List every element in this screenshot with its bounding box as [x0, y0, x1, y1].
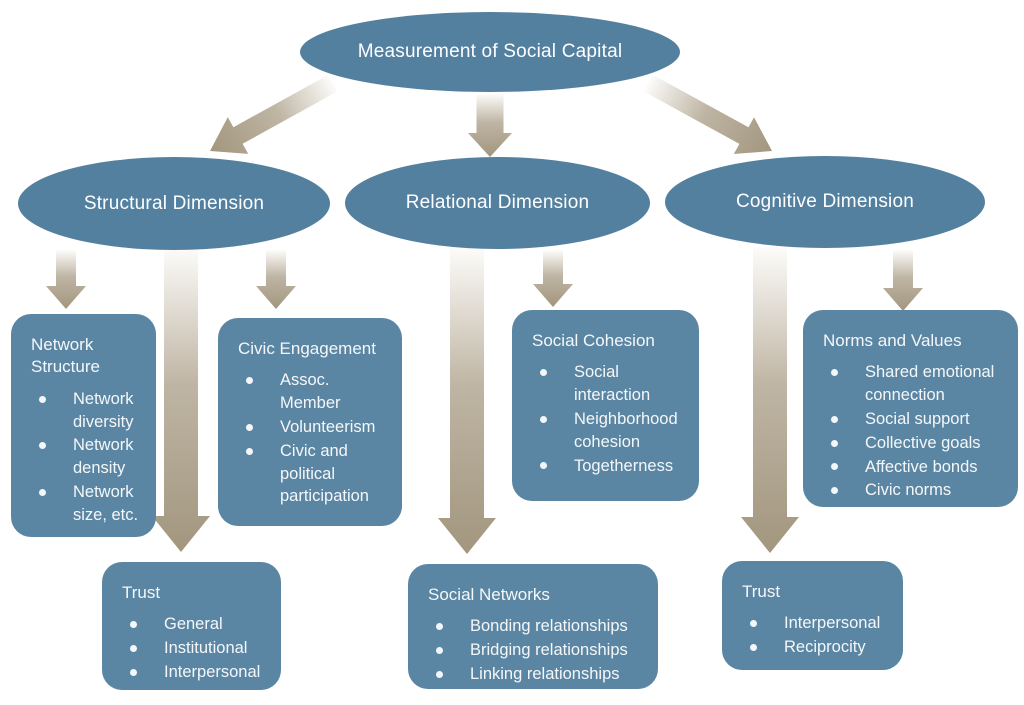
arrow	[533, 250, 573, 307]
node-label: Structural Dimension	[83, 192, 265, 214]
bullet-item: Network size, etc.	[31, 481, 148, 527]
node-label: Measurement of Social Capital	[357, 41, 623, 62]
bullet-item: Volunteerism	[238, 416, 394, 439]
bullet-item: Network diversity	[31, 388, 148, 434]
bullet-item: Civic norms	[823, 479, 1010, 502]
box-title: Trust	[122, 583, 161, 602]
box-title: Social Networks	[428, 585, 550, 604]
bullet-item: Togetherness	[532, 455, 691, 478]
arrow	[468, 94, 512, 157]
bullet-item: Institutional	[122, 637, 273, 660]
box-title: Civic Engagement	[238, 339, 376, 358]
box-trust-cognitive: Trust Interpersonal Reciprocity	[722, 561, 903, 670]
bullet-item: Civic and political participation	[238, 440, 394, 508]
bullet-item: Reciprocity	[742, 636, 895, 659]
box-social-networks: Social Networks Bonding relationships Br…	[408, 564, 658, 689]
bullet-list: Shared emotional connection Social suppo…	[823, 361, 1010, 502]
box-civic-engagement: Civic Engagement Assoc. Member Volunteer…	[218, 318, 402, 526]
node-label: Cognitive Dimension	[735, 191, 915, 212]
bullet-item: Interpersonal	[122, 661, 273, 684]
arrow	[256, 250, 296, 309]
bullet-list: Network diversity Network density Networ…	[31, 388, 148, 527]
node-structural-dimension: Structural Dimension	[18, 157, 330, 250]
node-relational-dimension: Relational Dimension	[345, 157, 650, 249]
arrow	[46, 250, 86, 309]
box-trust-structural: Trust General Institutional Interpersona…	[102, 562, 281, 690]
bullet-item: Social support	[823, 408, 1010, 431]
bullet-list: Bonding relationships Bridging relations…	[428, 615, 650, 685]
bullet-list: General Institutional Interpersonal	[122, 613, 273, 683]
bullet-item: Bridging relationships	[428, 639, 650, 662]
arrow	[883, 250, 923, 311]
bullet-item: Bonding relationships	[428, 615, 650, 638]
bullet-list: Interpersonal Reciprocity	[742, 612, 895, 659]
arrow	[643, 74, 772, 154]
box-social-cohesion: Social Cohesion Social interaction Neigh…	[512, 310, 699, 501]
bullet-item: Neighborhood cohesion	[532, 408, 691, 454]
bullet-item: Social interaction	[532, 361, 691, 407]
bullet-list: Assoc. Member Volunteerism Civic and pol…	[238, 369, 394, 508]
bullet-item: Network density	[31, 434, 148, 480]
bullet-list: Social interaction Neighborhood cohesion…	[532, 361, 691, 477]
box-title: Social Cohesion	[532, 331, 655, 350]
bullet-item: Collective goals	[823, 432, 1010, 455]
box-network-structure: Network Structure Network diversity Netw…	[11, 314, 156, 537]
box-norms-and-values: Norms and Values Shared emotional connec…	[803, 310, 1018, 507]
bullet-item: Assoc. Member	[238, 369, 385, 415]
bullet-item: General	[122, 613, 273, 636]
node-label: Relational Dimension	[405, 192, 590, 213]
arrow	[152, 247, 210, 552]
box-title: Network Structure	[31, 335, 100, 377]
bullet-item: Interpersonal	[742, 612, 895, 635]
bullet-item: Linking relationships	[428, 663, 650, 686]
box-title: Norms and Values	[823, 331, 962, 350]
arrow	[438, 247, 496, 554]
bullet-item: Affective bonds	[823, 456, 1010, 479]
bullet-item: Shared emotional connection	[823, 361, 1010, 407]
arrow	[210, 74, 338, 154]
arrow	[741, 247, 799, 553]
box-title: Trust	[742, 582, 781, 601]
node-cognitive-dimension: Cognitive Dimension	[665, 156, 985, 248]
node-measurement-of-social-capital: Measurement of Social Capital	[300, 12, 680, 92]
